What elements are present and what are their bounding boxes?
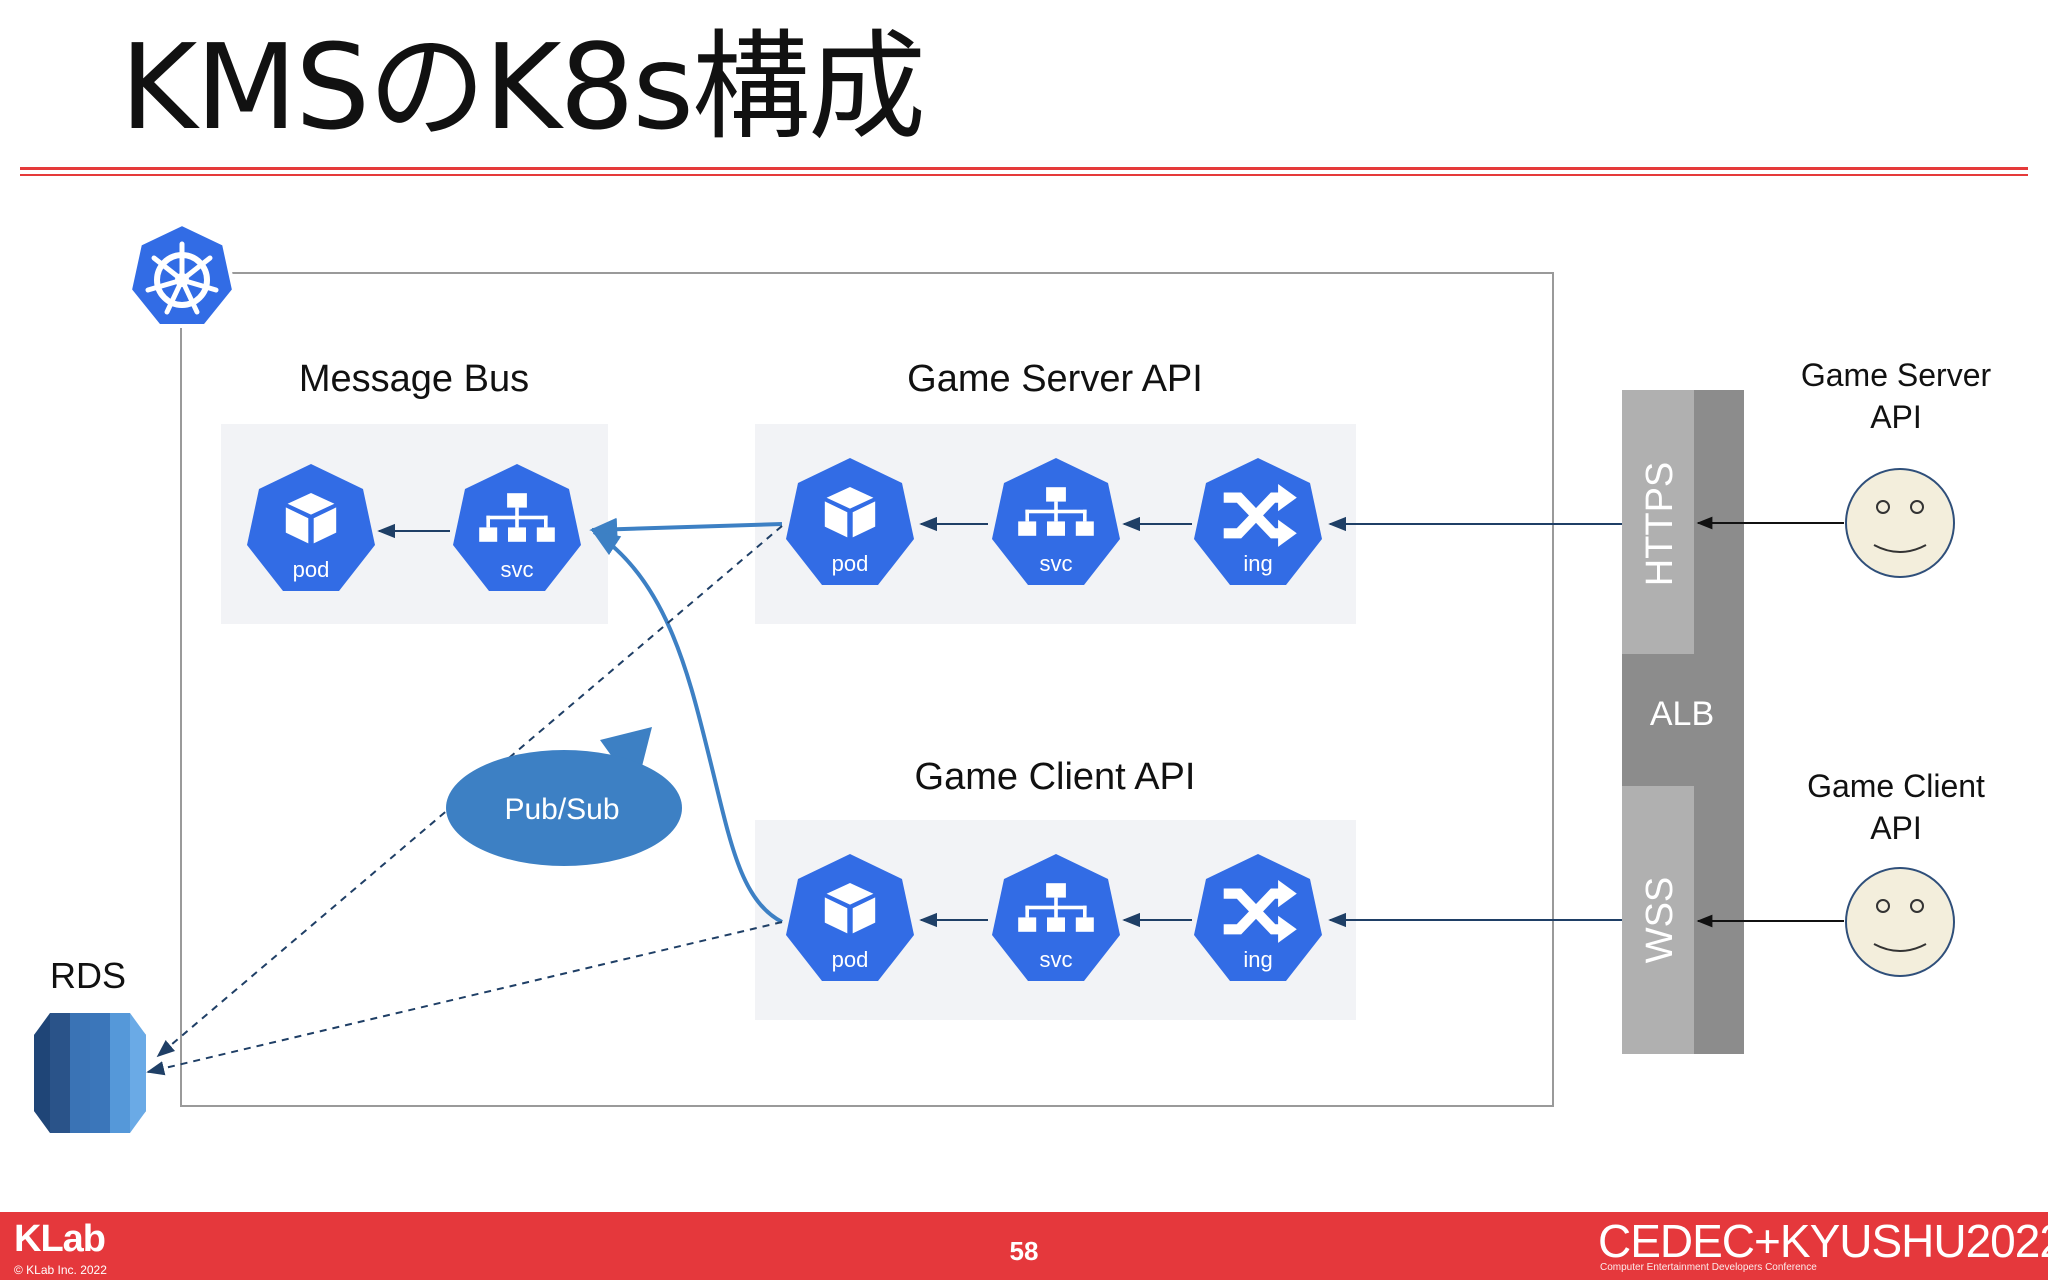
gc-ing-node: ing	[1194, 854, 1322, 981]
cluster-boundary	[180, 272, 1554, 1107]
pod-label: pod	[832, 551, 869, 576]
copyright-text: © KLab Inc. 2022	[14, 1263, 107, 1277]
https-segment	[1622, 390, 1694, 654]
gc-pod-node: pod	[786, 854, 914, 981]
arrow-gc-pod-to-mb-svc	[591, 530, 783, 924]
slide-title: KMSのK8s構成	[120, 18, 926, 156]
event-subtitle: Computer Entertainment Developers Confer…	[1600, 1262, 1817, 1273]
gs-ing-node: ing	[1194, 458, 1322, 585]
client-user-label-line2: API	[1870, 810, 1922, 846]
klab-logo: KLab	[14, 1218, 106, 1260]
server-user-label-line2: API	[1870, 399, 1922, 435]
mb-pod-node: pod	[247, 464, 375, 591]
arrow-gc-pod-to-rds	[146, 921, 783, 1076]
ing-label: ing	[1243, 947, 1272, 972]
pod-label: pod	[832, 947, 869, 972]
rds-label: RDS	[50, 955, 126, 996]
wss-segment	[1622, 786, 1694, 1054]
mb-svc-node: svc	[453, 464, 581, 591]
gs-svc-node: svc	[992, 458, 1120, 585]
server-user-smiley-icon	[1845, 468, 1955, 578]
event-logo: CEDEC+KYUSHU2022	[1598, 1215, 2048, 1267]
pubsub-bubble: Pub/Sub	[446, 727, 682, 866]
title-rule-top	[20, 167, 2028, 170]
client-user-label-line1: Game Client	[1807, 768, 1985, 804]
svc-label: svc	[1040, 947, 1073, 972]
gc-svc-node: svc	[992, 854, 1120, 981]
alb-label: ALB	[1650, 695, 1714, 733]
https-label: HTTPS	[1639, 462, 1681, 587]
page-number: 58	[1009, 1236, 1039, 1266]
wss-label: WSS	[1639, 877, 1681, 964]
rds-icon	[34, 1013, 146, 1133]
footer-bar	[0, 1212, 2048, 1280]
svc-label: svc	[501, 557, 534, 582]
ing-label: ing	[1243, 551, 1272, 576]
server-user-label-line1: Game Server	[1801, 357, 1992, 393]
alb-block: ALB HTTPS WSS	[1622, 390, 1744, 1054]
kubernetes-logo-icon	[127, 221, 237, 328]
svc-label: svc	[1040, 551, 1073, 576]
client-user-smiley-icon	[1845, 867, 1955, 977]
pubsub-label: Pub/Sub	[504, 793, 619, 826]
gs-pod-node: pod	[786, 458, 914, 585]
arrow-gs-pod-to-mb-svc	[589, 517, 783, 541]
game-server-api-title: Game Server API	[907, 358, 1203, 400]
game-client-api-title: Game Client API	[915, 756, 1196, 798]
pod-label: pod	[293, 557, 330, 582]
title-rule-bottom	[20, 174, 2028, 176]
message-bus-title: Message Bus	[299, 358, 529, 400]
